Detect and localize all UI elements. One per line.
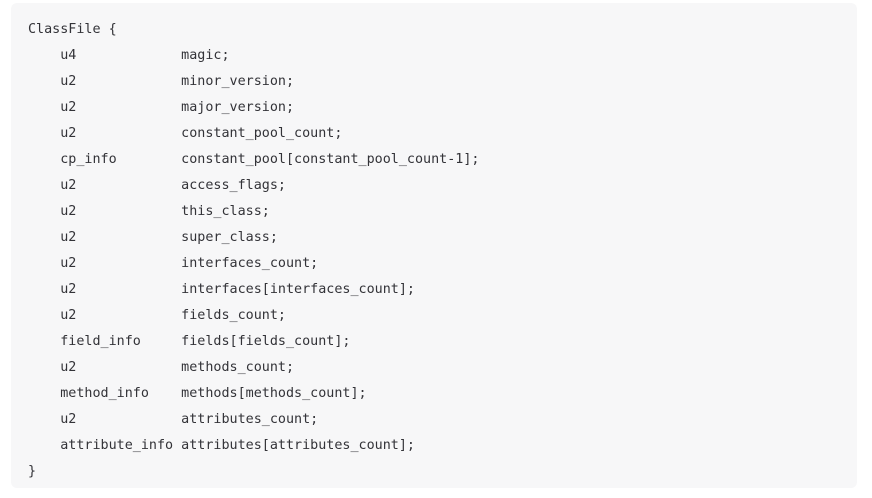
code-text[interactable]: ClassFile { u4 magic; u2 minor_version; …	[28, 22, 480, 479]
code-scroll-area[interactable]: ClassFile { u4 magic; u2 minor_version; …	[11, 3, 857, 488]
code-block-panel: ClassFile { u4 magic; u2 minor_version; …	[11, 3, 857, 488]
